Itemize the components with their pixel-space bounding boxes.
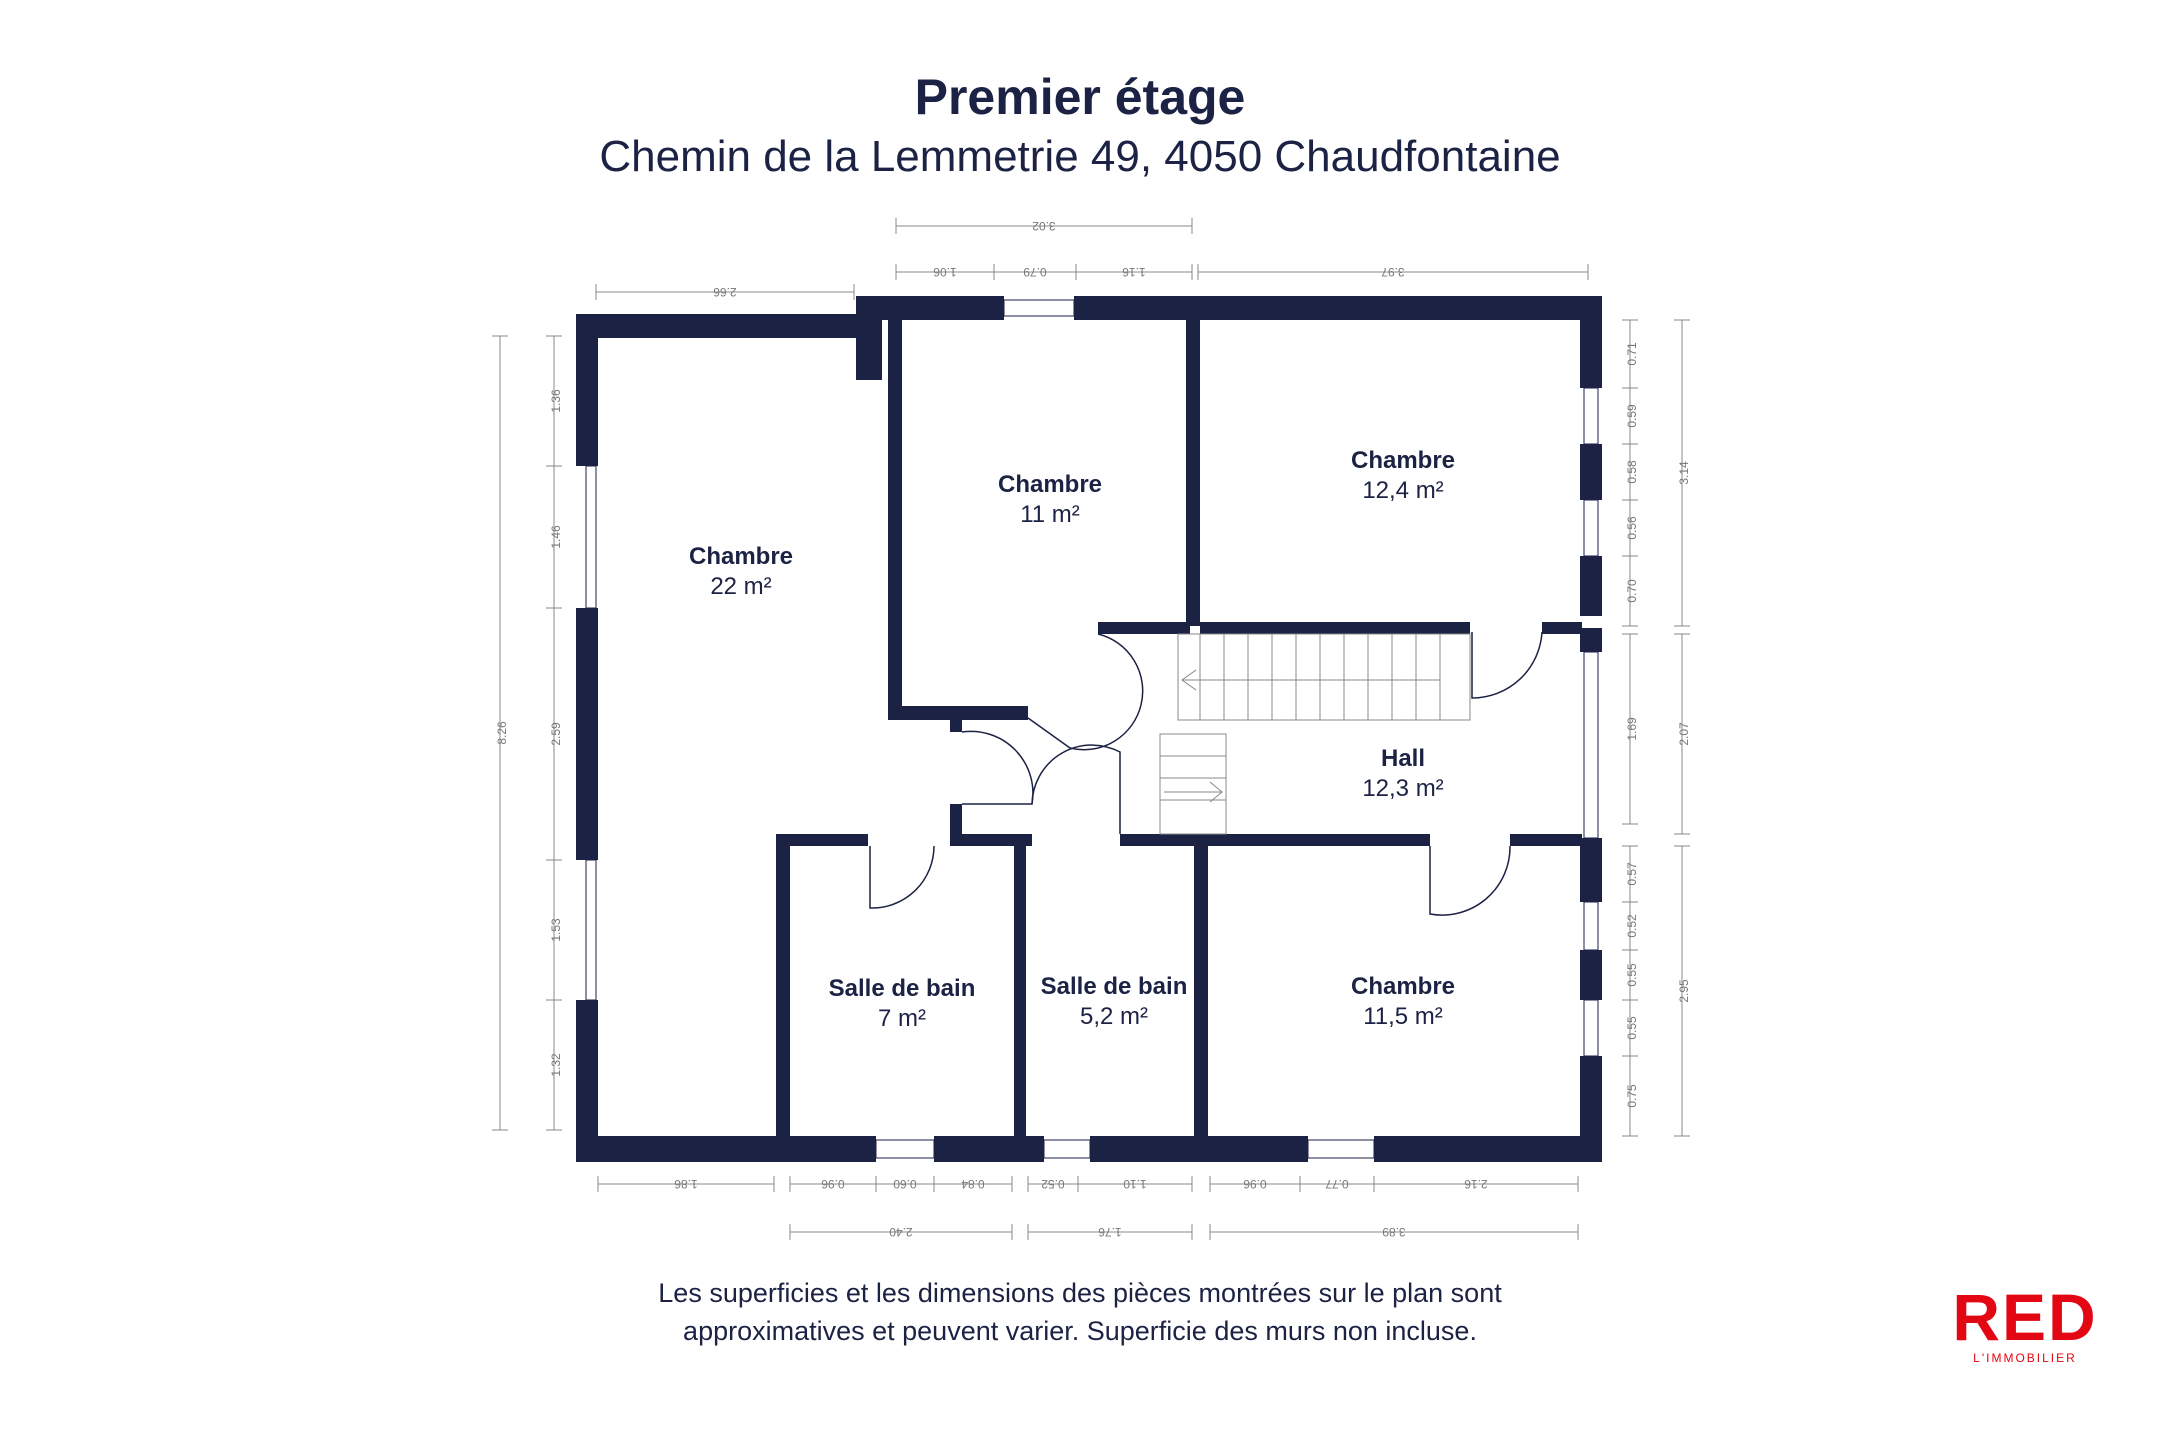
dim-label: 2.95 [1677,979,1691,1003]
room-name: Chambre [1351,973,1455,1000]
room-name: Chambre [998,471,1102,498]
address: Chemin de la Lemmetrie 49, 4050 Chaudfon… [599,132,1561,181]
logo-tagline: L'IMMOBILIER [1973,1351,2077,1365]
room-area: 12,3 m² [1362,775,1443,802]
page-title: Premier étage [914,69,1246,125]
room-chambre-12-4: Chambre 12,4 m² [1351,447,1455,504]
dim-label: 0.96 [821,1177,845,1191]
room-area: 5,2 m² [1080,1003,1148,1030]
dim-label: 0.55 [1625,1016,1639,1040]
dim-label: 0.70 [1625,579,1639,603]
room-name: Salle de bain [829,975,976,1002]
dim-label: 2.07 [1677,722,1691,746]
dim-label: 0.55 [1625,963,1639,987]
room-salle-de-bain-7: Salle de bain 7 m² [829,975,976,1032]
room-name: Chambre [689,543,793,570]
dim-label: 1.10 [1123,1177,1147,1191]
logo-text: RED [1952,1282,2097,1354]
dim-label: 1.69 [1625,717,1639,741]
dim-label: 0.60 [893,1177,917,1191]
dim-label: 0.79 [1023,265,1047,279]
dim-label: 2.40 [889,1225,913,1239]
disclaimer-line: approximatives et peuvent varier. Superf… [683,1316,1477,1346]
room-area: 22 m² [710,573,771,600]
doors [869,631,1543,916]
dim-label: 0.56 [1625,516,1639,540]
dim-label: 0.58 [1625,460,1639,484]
dim-label: 1.46 [549,525,563,549]
dim-label: 1.76 [1098,1225,1122,1239]
dim-label: 0.59 [1625,404,1639,428]
dim-label: 0.75 [1625,1084,1639,1108]
dim-label: 2.66 [713,285,737,299]
room-chambre-22: Chambre 22 m² [689,543,793,600]
dim-label: 3.89 [1382,1225,1406,1239]
dim-label: 3.14 [1677,461,1691,485]
dim-label: 0.77 [1325,1177,1349,1191]
dim-label: 1.36 [549,389,563,413]
room-area: 11 m² [1020,501,1080,528]
dim-label: 0.84 [961,1177,985,1191]
room-area: 7 m² [878,1005,926,1032]
dim-label: 1.06 [933,265,957,279]
room-name: Hall [1381,745,1425,772]
top-dimensions: 3.02 1.06 0.79 1.16 2.66 3.97 [713,219,1405,299]
dimension-lines [492,218,1690,1240]
dim-label: 3.02 [1032,219,1056,233]
room-chambre-11-5: Chambre 11,5 m² [1351,973,1455,1030]
dim-label: 0.52 [1625,914,1639,938]
room-area: 11,5 m² [1363,1003,1443,1030]
dim-label: 0.52 [1041,1177,1065,1191]
walls [576,296,1602,1162]
dim-label: 1.86 [674,1177,698,1191]
room-hall: Hall 12,3 m² [1362,745,1443,802]
dim-label: 1.16 [1122,265,1146,279]
dim-label: 2.59 [549,722,563,746]
stairs [1159,633,1471,835]
room-name: Salle de bain [1041,973,1188,1000]
disclaimer-line: Les superficies et les dimensions des pi… [658,1278,1502,1308]
right-dimensions: 0.71 0.59 0.58 0.56 0.70 3.14 1.69 2.07 … [1625,342,1691,1108]
dim-label: 1.53 [549,918,563,942]
dim-label: 1.32 [549,1053,563,1077]
dim-label: 0.71 [1625,342,1639,366]
dim-label: 0.96 [1243,1177,1267,1191]
room-salle-de-bain-5-2: Salle de bain 5,2 m² [1041,973,1188,1030]
dim-label: 0.57 [1625,862,1639,886]
room-chambre-11: Chambre 11 m² [998,471,1102,528]
bottom-dimensions: 1.86 0.96 0.60 0.84 0.52 1.10 0.96 0.77 … [674,1177,1488,1239]
dim-label: 2.16 [1464,1177,1488,1191]
room-area: 12,4 m² [1362,477,1443,504]
disclaimer: Les superficies et les dimensions des pi… [540,1274,1620,1350]
dim-label: 8.26 [495,721,509,745]
left-dimensions: 8.26 1.36 1.46 2.59 1.53 1.32 [495,389,563,1077]
red-logo: RED L'IMMOBILIER [1952,1282,2097,1365]
windows [585,299,1599,1159]
dim-label: 3.97 [1381,265,1405,279]
room-name: Chambre [1351,447,1455,474]
